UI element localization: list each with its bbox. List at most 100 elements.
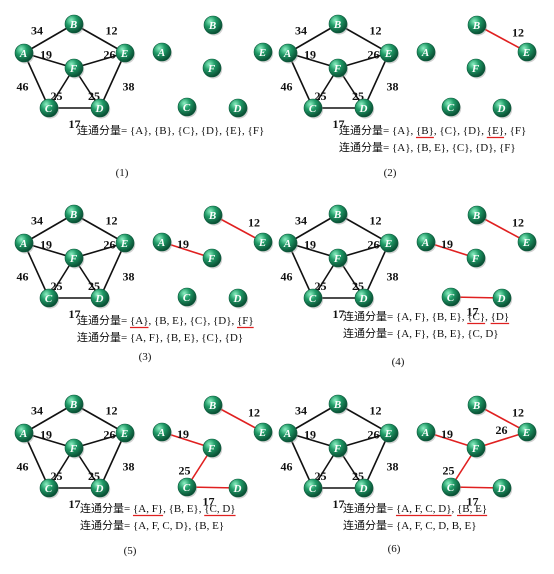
node-circle — [328, 204, 348, 224]
node-circle — [253, 232, 273, 252]
node-circle — [14, 233, 34, 253]
component-text: , {C}, {D}, — [434, 125, 487, 137]
node-B-graph: B — [64, 204, 85, 225]
graph-edge-weight: 34 — [295, 24, 307, 38]
graph-edge-weight: 17 — [69, 497, 81, 511]
graph-edge-weight: 46 — [17, 460, 29, 474]
node-A-graph: A — [14, 423, 35, 444]
graph-edge-weight: 46 — [17, 270, 29, 284]
node-B-graph: B — [328, 14, 349, 35]
graph-edge-ED — [363, 242, 390, 299]
node-C-graph: C — [39, 98, 60, 119]
forest-edge-weight: 19 — [441, 427, 453, 441]
node-C-forest: C — [441, 477, 462, 498]
node-circle — [416, 42, 436, 62]
forest-edge-weight: 12 — [248, 216, 260, 230]
node-circle — [354, 478, 374, 498]
graph-edge-weight: 12 — [370, 214, 382, 228]
node-circle — [177, 477, 197, 497]
graph-edge-weight: 17 — [69, 307, 81, 321]
node-F-graph: F — [64, 58, 85, 79]
component-text: {A, F, C, D}, {B, E} — [133, 520, 224, 532]
node-label: D — [359, 103, 368, 115]
node-label: E — [384, 238, 392, 250]
node-circle — [152, 232, 172, 252]
node-circle — [64, 248, 84, 268]
component-text: , — [485, 311, 491, 323]
component-text: , {F} — [504, 125, 526, 137]
component-text: 连通分量= — [343, 310, 396, 323]
node-label: D — [359, 483, 368, 495]
graph-edge-ED — [99, 242, 126, 299]
component-text: 连通分量= — [343, 327, 396, 340]
node-circle — [328, 58, 348, 78]
node-D-forest: D — [492, 98, 513, 119]
node-label: E — [384, 428, 392, 440]
graph-edge-weight: 26 — [368, 428, 380, 442]
component-text: {A}, {B, E}, {C}, {D}, {F} — [392, 142, 516, 154]
node-circle — [379, 233, 399, 253]
node-D-forest: D — [492, 288, 513, 309]
node-D-graph: D — [354, 478, 375, 499]
node-circle — [228, 288, 248, 308]
graph-edge-weight: 46 — [281, 80, 293, 94]
node-label: A — [421, 237, 429, 249]
node-circle — [152, 422, 172, 442]
node-circle — [253, 42, 273, 62]
node-C-graph: C — [303, 288, 324, 309]
node-E-forest: E — [517, 42, 538, 63]
node-B-graph: B — [64, 394, 85, 415]
forest-edge-BE — [476, 214, 528, 243]
node-circle — [354, 98, 374, 118]
forest-edge-BE — [476, 404, 528, 433]
node-C-graph: C — [39, 288, 60, 309]
node-label: A — [157, 237, 165, 249]
node-circle — [303, 288, 323, 308]
node-label: A — [283, 428, 291, 440]
node-circle — [64, 14, 84, 34]
graph-edge-AB — [287, 403, 339, 434]
node-label: C — [183, 482, 191, 494]
component-text: 连通分量= — [77, 124, 130, 137]
node-circle — [203, 15, 223, 35]
node-label: B — [69, 399, 77, 411]
component-text: {A, F}, {B, E}, — [396, 311, 467, 323]
node-A-graph: A — [14, 43, 35, 64]
component-text: 连通分量= — [80, 519, 133, 532]
graph-edge-weight: 46 — [281, 270, 293, 284]
node-E-graph: E — [115, 43, 136, 64]
node-label: C — [447, 482, 455, 494]
node-label: E — [522, 237, 530, 249]
graph-edge-weight: 34 — [31, 214, 43, 228]
graph-edge-BE — [337, 23, 390, 54]
node-label: B — [208, 20, 216, 32]
node-label: C — [309, 293, 317, 305]
node-B-forest: B — [467, 205, 488, 226]
node-label: E — [120, 48, 128, 60]
node-circle — [203, 205, 223, 225]
node-B-graph: B — [328, 204, 349, 225]
node-label: A — [157, 427, 165, 439]
graph-edge-weight: 12 — [370, 24, 382, 38]
node-circle — [328, 438, 348, 458]
node-circle — [492, 98, 512, 118]
node-C-forest: C — [177, 287, 198, 308]
node-label: E — [258, 427, 266, 439]
graph-edge-BE — [73, 213, 126, 244]
component-text: 连通分量= — [343, 519, 396, 532]
node-F-forest: F — [202, 58, 223, 79]
node-C-graph: C — [39, 478, 60, 499]
node-circle — [467, 395, 487, 415]
node-F-forest: F — [466, 438, 487, 459]
node-B-forest: B — [467, 395, 488, 416]
graph-edge-weight: 26 — [104, 238, 116, 252]
node-C-graph: C — [303, 98, 324, 119]
node-label: F — [333, 63, 342, 75]
graph-edge-AB — [287, 23, 339, 54]
node-C-forest: C — [441, 97, 462, 118]
node-label: B — [472, 210, 480, 222]
graph-edge-weight: 19 — [40, 238, 52, 252]
node-circle — [328, 248, 348, 268]
